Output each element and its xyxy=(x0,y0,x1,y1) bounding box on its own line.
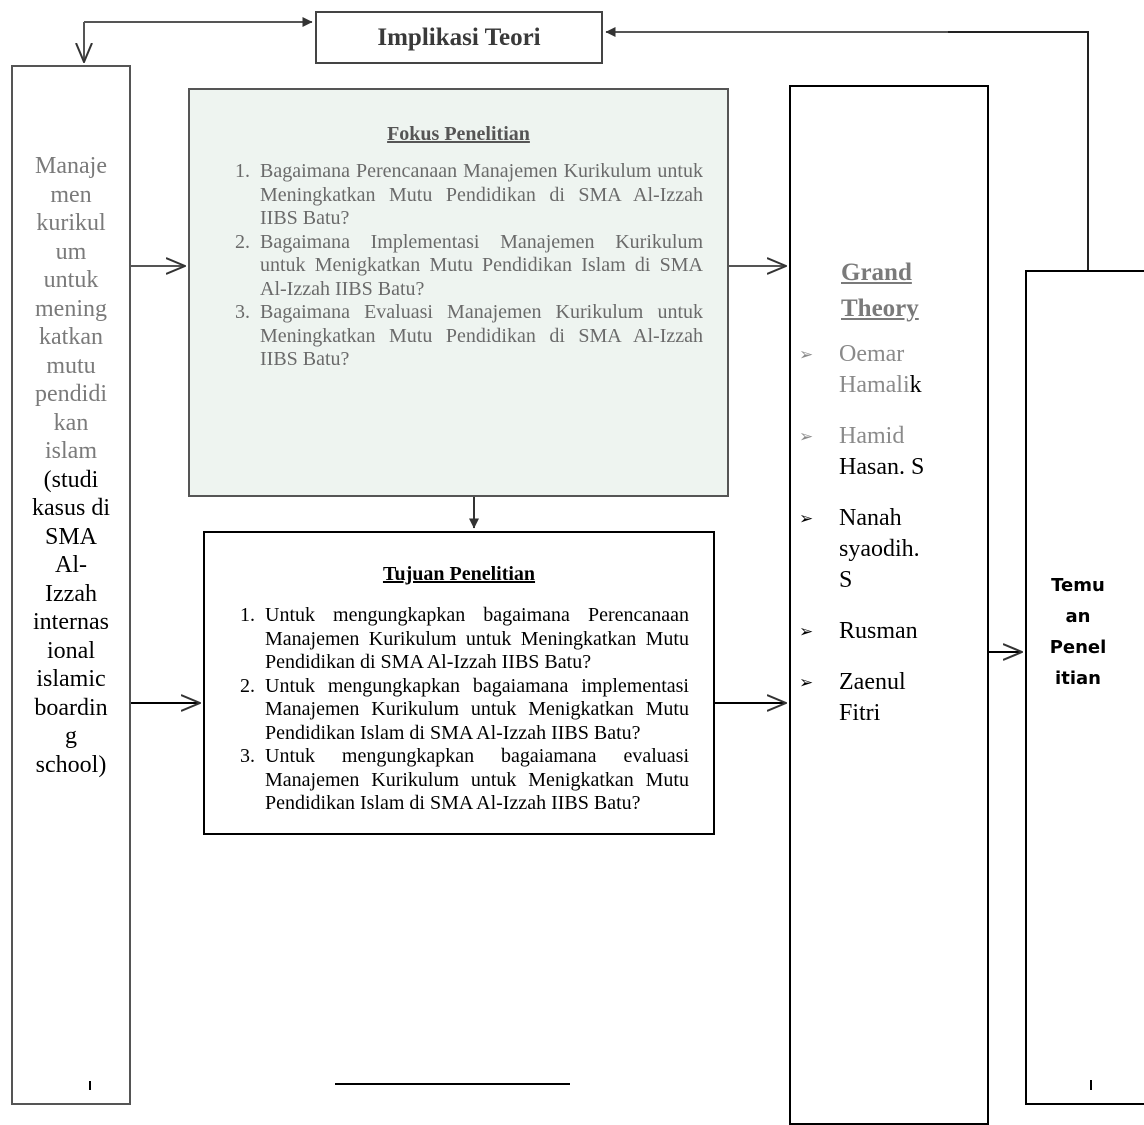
fokus-penelitian-title: Fokus Penelitian xyxy=(387,123,530,145)
topic-line: kasus di xyxy=(32,495,110,521)
tujuan-penelitian-title: Tujuan Penelitian xyxy=(382,563,536,585)
implikasi-teori-box: Implikasi Teori xyxy=(315,11,603,64)
arrow-bullet-icon: ➢ xyxy=(799,345,814,364)
item-number: 2. xyxy=(240,674,255,697)
temuan-penelitian-box: Temu an Penel itian xyxy=(1025,270,1144,1105)
arrow-bullet-icon: ➢ xyxy=(799,509,814,528)
topic-line: mening xyxy=(35,295,107,322)
temuan-penelitian-text: Temu an Penel itian xyxy=(1027,570,1129,694)
name-line: Oemar xyxy=(839,341,905,367)
tujuan-penelitian-box: Tujuan Penelitian 1. Untuk mengungkapkan… xyxy=(203,531,715,835)
topic-line: g xyxy=(65,723,77,749)
left-topic-box: Manaje men kurikul um untuk mening katka… xyxy=(11,65,131,1105)
temuan-line: Penel xyxy=(1049,637,1107,658)
arrow-bullet-icon: ➢ xyxy=(799,622,814,641)
item-text: Bagaimana Evaluasi Manajemen Kurikulum u… xyxy=(260,301,703,370)
topic-line: Al- xyxy=(55,552,87,578)
item-number: 3. xyxy=(235,301,250,323)
theorist-name: Hamid Hasan. S xyxy=(839,421,987,483)
name-line: S xyxy=(839,567,853,593)
list-item: 3. Untuk mengungkapkan bagaiamana evalua… xyxy=(205,745,689,816)
topic-line: men xyxy=(50,181,92,208)
topic-line: kan xyxy=(53,409,89,436)
arrow-bullet-icon: ➢ xyxy=(799,427,814,446)
left-topic-text: Manaje men kurikul um untuk mening katka… xyxy=(13,67,129,779)
theorist-name: Nanah syaodih. S xyxy=(839,503,987,596)
topic-line: boardin xyxy=(34,694,108,721)
theorist-name: Oemar Hamalik xyxy=(839,339,987,401)
topic-line: untuk xyxy=(43,267,99,293)
item-number: 3. xyxy=(240,745,255,767)
list-item: 1. Untuk mengungkapkan bagaimana Perenca… xyxy=(205,604,689,675)
temuan-line: Temu xyxy=(1051,575,1105,596)
name-line: syaodih. xyxy=(839,536,920,562)
theorist-hamid-hasan: ➢ Hamid Hasan. S xyxy=(791,421,987,483)
grand-theory-box: Grand Theory ➢ Oemar Hamalik ➢ Hamid Has… xyxy=(789,85,989,1125)
theorist-zaenul-fitri: ➢ Zaenul Fitri xyxy=(791,667,987,729)
topic-line: ional xyxy=(47,637,95,664)
theorist-name: Zaenul Fitri xyxy=(839,667,987,729)
name-line: Zaenul xyxy=(839,669,906,695)
item-number: 1. xyxy=(240,604,255,626)
fokus-question-list: 1. Bagaimana Perencanaan Manajemen Kurik… xyxy=(190,160,727,372)
name-line: Rusman xyxy=(839,618,918,644)
topic-line: pendidi xyxy=(35,381,107,407)
topic-line: Izzah xyxy=(45,580,97,607)
topic-line: internas xyxy=(33,609,109,635)
theorist-list: ➢ Oemar Hamalik ➢ Hamid Hasan. S ➢ Nanah… xyxy=(791,339,987,729)
topic-line: islam xyxy=(45,438,97,464)
item-text: Untuk mengungkapkan bagaiamana evaluasi … xyxy=(265,745,689,814)
item-text: Untuk mengungkapkan bagaimana Perencanaa… xyxy=(265,604,689,673)
name-line: Hamali xyxy=(839,372,910,398)
topic-line: (studi xyxy=(43,466,99,493)
topic-line: islamic xyxy=(36,666,106,692)
theorist-nanah-syaodih: ➢ Nanah syaodih. S xyxy=(791,503,987,596)
name-line: Nanah xyxy=(839,505,902,531)
item-text: Bagaimana Perencanaan Manajemen Kurikulu… xyxy=(260,160,703,229)
topic-line: Manaje xyxy=(35,153,107,179)
theorist-rusman: ➢ Rusman xyxy=(791,616,987,647)
fokus-penelitian-box: Fokus Penelitian 1. Bagaimana Perencanaa… xyxy=(188,88,729,497)
list-item: 2. Bagaimana Implementasi Manajemen Kuri… xyxy=(200,231,703,302)
list-item: 3. Bagaimana Evaluasi Manajemen Kurikulu… xyxy=(200,301,703,372)
item-number: 1. xyxy=(235,160,250,182)
theorist-oemar-hamalik: ➢ Oemar Hamalik xyxy=(791,339,987,401)
name-line: Hamid xyxy=(839,423,905,449)
arrow-bullet-icon: ➢ xyxy=(799,673,814,692)
theorist-name: Rusman xyxy=(839,616,987,647)
implikasi-teori-title: Implikasi Teori xyxy=(377,23,541,51)
tujuan-list: 1. Untuk mengungkapkan bagaimana Perenca… xyxy=(205,604,713,816)
topic-line: SMA xyxy=(44,523,98,550)
grand-theory-title-line: Grand xyxy=(841,259,912,286)
name-line: Fitri xyxy=(839,700,881,726)
list-item: 1. Bagaimana Perencanaan Manajemen Kurik… xyxy=(200,160,703,231)
topic-line: mutu xyxy=(46,352,96,379)
topic-line: kurikul xyxy=(36,210,106,236)
name-line: k xyxy=(909,372,922,398)
temuan-line: an xyxy=(1065,606,1091,627)
temuan-line: itian xyxy=(1055,668,1101,689)
name-line: Hasan. S xyxy=(839,454,925,480)
topic-line: um xyxy=(55,238,87,265)
topic-line: katkan xyxy=(39,324,103,350)
item-text: Untuk mengungkapkan bagaiamana implement… xyxy=(265,674,689,744)
grand-theory-title: Grand Theory xyxy=(791,255,987,327)
grand-theory-title-line: Theory xyxy=(841,295,919,322)
topic-line: school) xyxy=(35,751,107,778)
item-number: 2. xyxy=(235,230,250,253)
item-text: Bagaimana Implementasi Manajemen Kurikul… xyxy=(260,230,703,300)
list-item: 2. Untuk mengungkapkan bagaiamana implem… xyxy=(205,675,689,746)
